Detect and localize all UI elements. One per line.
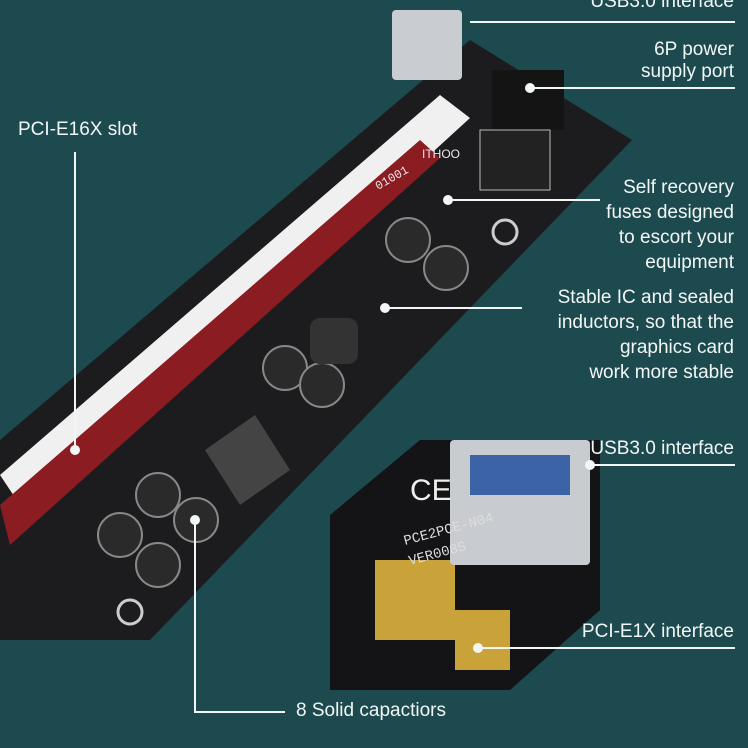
callout-lines bbox=[70, 21, 735, 713]
callout-capacitors: 8 Solid capactiors bbox=[296, 700, 446, 721]
pcie1x-card: CE PCE2PCE-N04 VER008S bbox=[330, 440, 600, 690]
callout-usb-bottom: USB3.0 interface bbox=[590, 438, 734, 459]
callout-usb-top: USB3.0 interface bbox=[590, 0, 734, 12]
callout-fuses-3: to escort your bbox=[618, 227, 734, 248]
inductor bbox=[310, 318, 358, 364]
callout-pcie1x: PCI-E1X interface bbox=[581, 621, 734, 642]
usb-port-top bbox=[392, 10, 462, 80]
callout-fuses-1: Self recovery bbox=[623, 177, 734, 198]
callout-fuses-2: fuses designed bbox=[606, 202, 734, 223]
callout-pcie16x: PCI-E16X slot bbox=[18, 119, 138, 140]
solid-capacitors bbox=[97, 217, 469, 588]
pcie16x-slot bbox=[0, 140, 440, 545]
callout-fuses-4: equipment bbox=[645, 252, 734, 273]
power-connector bbox=[492, 70, 564, 130]
regulator-chip bbox=[205, 415, 290, 505]
callout-power-2: supply port bbox=[641, 61, 734, 82]
callout-ic-1: Stable IC and sealed bbox=[557, 287, 734, 308]
pcie1x-gold-fingers-a bbox=[375, 560, 455, 640]
riser-brand-marking: ITHOO bbox=[422, 147, 460, 161]
ce-mark: CE bbox=[410, 474, 452, 507]
callout-ic-2: inductors, so that the bbox=[557, 312, 734, 333]
callout-ic-4: work more stable bbox=[589, 362, 734, 383]
pcie1x-gold-fingers-b bbox=[455, 610, 510, 670]
callout-power-1: 6P power bbox=[654, 39, 734, 60]
callout-ic-3: graphics card bbox=[619, 337, 734, 358]
riser-board: ITHOO 01001 bbox=[0, 10, 632, 640]
